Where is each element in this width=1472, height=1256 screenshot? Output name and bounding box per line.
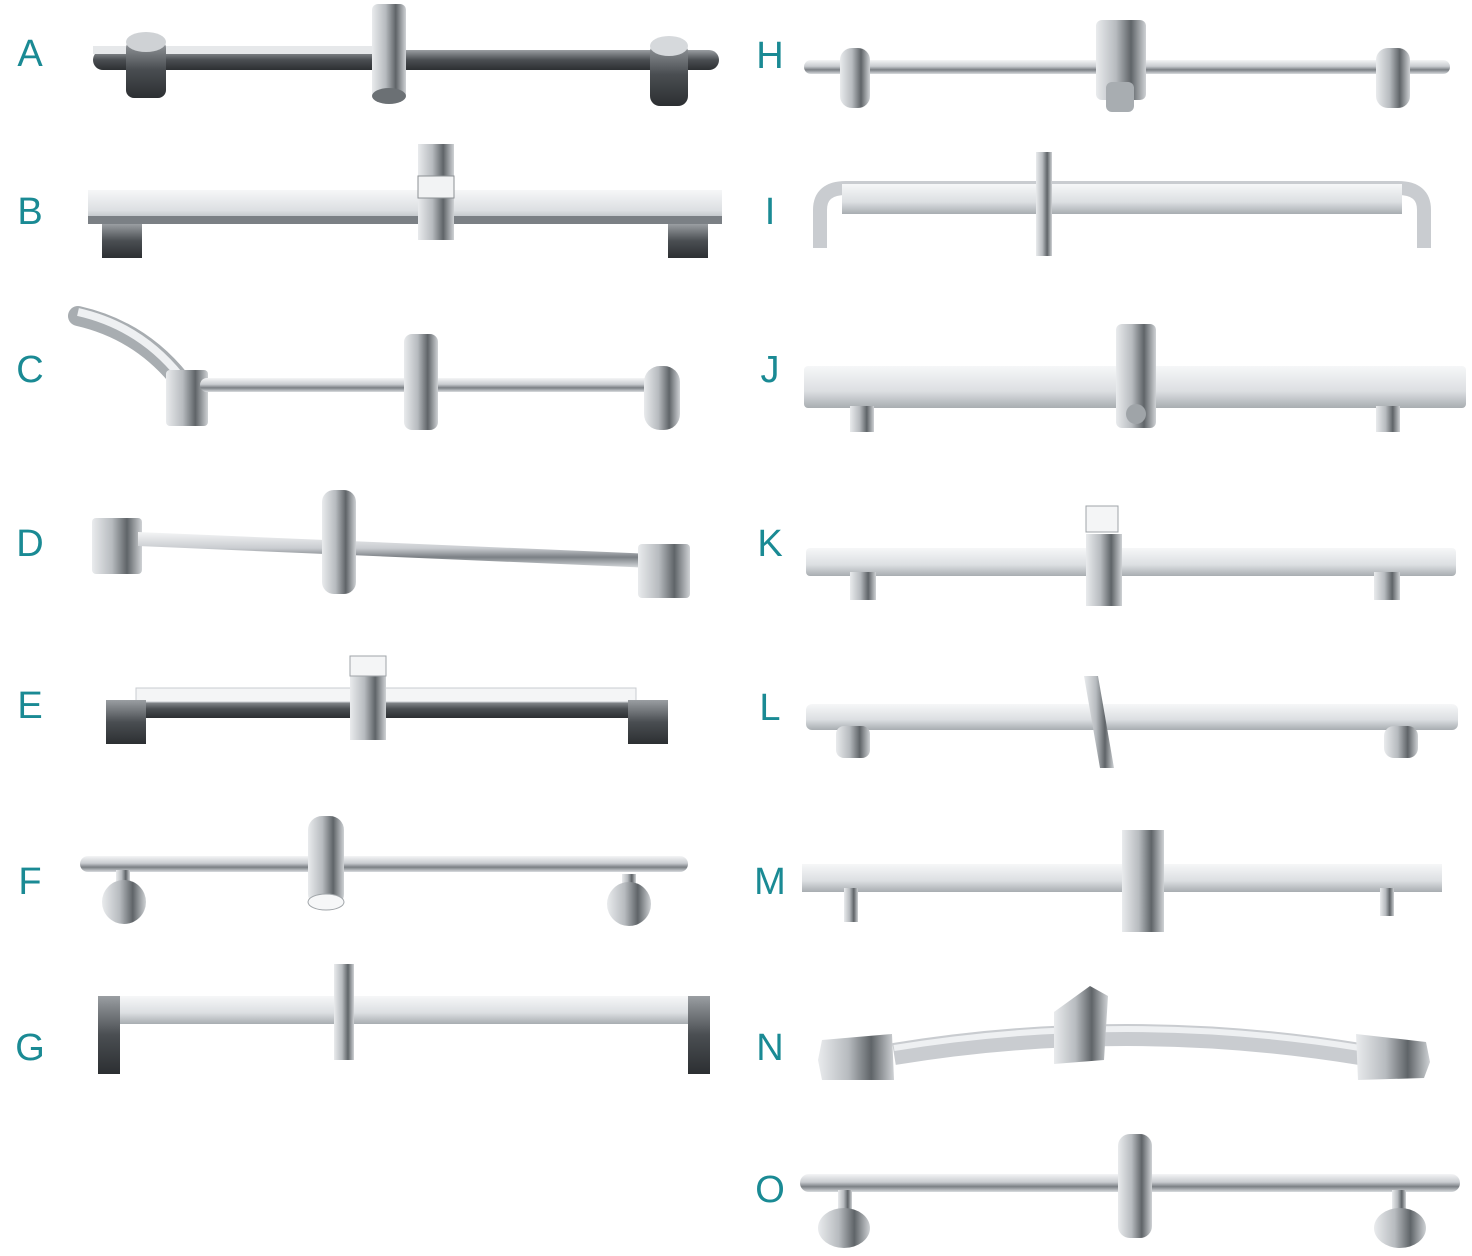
shower-rail-a-image xyxy=(93,4,719,106)
item-label-f: F xyxy=(18,861,42,903)
shower-rail-l-image xyxy=(806,676,1458,768)
item-label-c: C xyxy=(16,349,44,391)
item-label-b: B xyxy=(17,191,43,233)
item-label-e: E xyxy=(17,685,43,727)
item-label-j: J xyxy=(760,349,780,391)
item-label-k: K xyxy=(757,523,783,565)
item-label-l: L xyxy=(759,687,781,729)
shower-rail-c-image xyxy=(68,306,680,430)
shower-rail-n-image xyxy=(818,986,1430,1080)
shower-rail-j-image xyxy=(804,324,1466,432)
shower-rail-g-image xyxy=(98,964,710,1074)
shower-rail-i-image xyxy=(813,152,1431,256)
shower-rail-o-image xyxy=(800,1134,1460,1248)
shower-rail-f-image xyxy=(80,816,688,926)
shower-rail-d-image xyxy=(92,490,690,598)
shower-rail-m-image xyxy=(802,830,1442,932)
item-label-m: M xyxy=(754,861,786,903)
shower-rail-k-image xyxy=(806,505,1456,606)
item-label-g: G xyxy=(15,1027,45,1069)
item-label-i: I xyxy=(764,191,776,233)
shower-rail-b-image xyxy=(88,144,722,258)
shower-rail-h-image xyxy=(804,20,1450,112)
shower-rail-e-image xyxy=(106,655,668,744)
item-label-n: N xyxy=(756,1027,784,1069)
item-label-d: D xyxy=(16,523,44,565)
item-label-o: O xyxy=(755,1169,785,1211)
item-label-a: A xyxy=(17,33,43,75)
item-label-h: H xyxy=(756,35,784,77)
